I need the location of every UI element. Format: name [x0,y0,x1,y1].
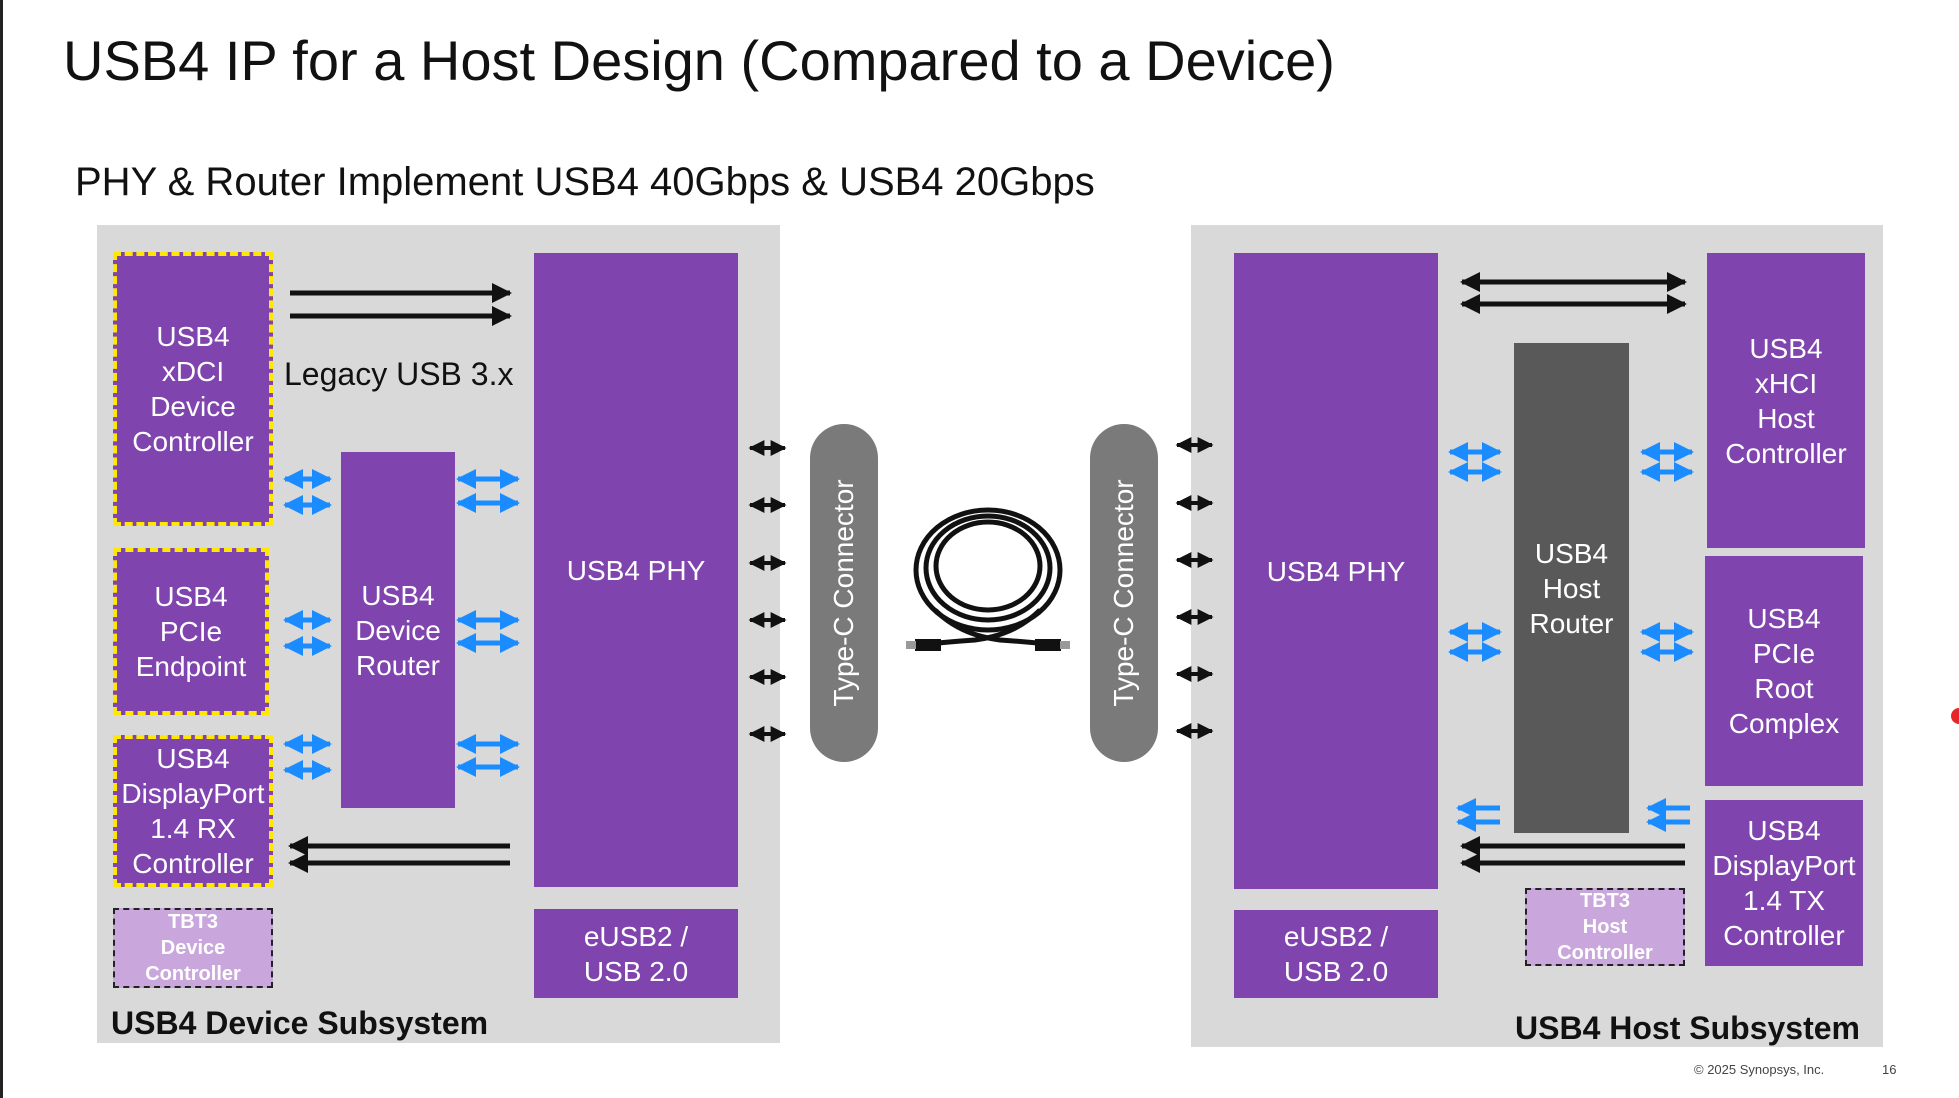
usb4-host-router: USB4 Host Router [1514,343,1629,833]
host-router-controller-arrows [1640,442,1694,832]
host-eusb2-usb20: eUSB2 / USB 2.0 [1234,910,1438,998]
type-c-connector-left: Type-C Connector [810,424,878,762]
device-eusb2-usb20: eUSB2 / USB 2.0 [534,909,738,998]
usb4-xdci-device-controller: USB4 xDCI Device Controller [113,252,273,526]
footer-copyright: © 2025 Synopsys, Inc. [1694,1062,1825,1077]
usb4-pcie-endpoint: USB4 PCIe Endpoint [113,548,269,715]
host-connector-phy-arrows [1175,437,1214,739]
usb4-displayport-tx-controller: USB4 DisplayPort 1.4 TX Controller [1705,800,1863,966]
host-subsystem-label: USB4 Host Subsystem [1515,1010,1860,1046]
usb4-xhci-host-controller: USB4 xHCI Host Controller [1707,253,1865,548]
usb-c-cable-image [906,507,1070,651]
slide-title: USB4 IP for a Host Design (Compared to a… [63,29,1335,92]
tbt3-device-controller: TBT3 Device Controller [113,908,273,988]
usb4-displayport-rx-controller: USB4 DisplayPort 1.4 RX Controller [113,735,273,887]
legacy-usb3x-label: Legacy USB 3.x [284,356,514,392]
type-c-connector-right: Type-C Connector [1090,424,1158,762]
device-usb4-phy: USB4 PHY [534,253,738,887]
device-phy-connector-arrows [748,440,787,742]
pointer-dot [1951,708,1959,724]
slide-left-border [0,0,3,1098]
device-controller-router-arrows [283,469,332,780]
tbt3-host-controller: TBT3 Host Controller [1525,888,1685,966]
slide-subtitle: PHY & Router Implement USB4 40Gbps & USB… [75,160,1095,204]
usb4-device-router: USB4 Device Router [341,452,455,808]
host-phy-router-arrows [1448,442,1502,832]
device-subsystem-label: USB4 Device Subsystem [111,1005,489,1041]
footer-page-number: 16 [1882,1062,1897,1077]
host-usb4-phy: USB4 PHY [1234,253,1438,889]
usb4-pcie-root-complex: USB4 PCIe Root Complex [1705,556,1863,786]
legacy-usb3-arrows-host [1460,272,1687,873]
legacy-usb3-arrows-device [288,283,512,873]
device-router-phy-arrows [456,469,520,777]
